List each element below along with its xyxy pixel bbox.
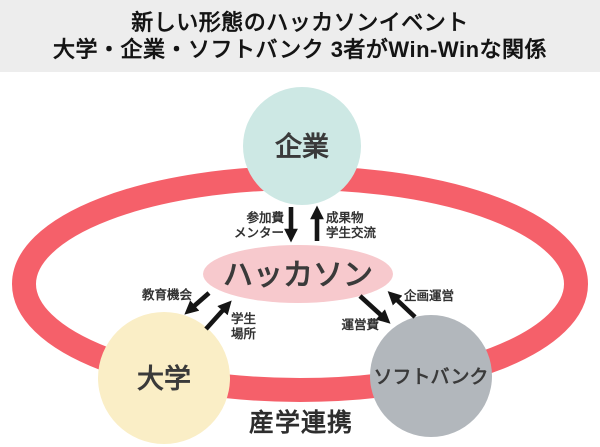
softbank-node-label: ソフトバンク bbox=[374, 366, 489, 388]
edge-label-kyoiku-kikai: 教育機会 bbox=[141, 287, 193, 302]
hackathon-node-ellipse bbox=[203, 245, 393, 303]
edge-label-sankahi: 参加費 bbox=[246, 210, 284, 225]
university-node-circle bbox=[98, 312, 230, 444]
university-node-label: 大学 bbox=[137, 363, 191, 394]
arrow-softbank-to-hackathon bbox=[387, 291, 417, 319]
title-banner: 新しい形態のハッカソンイベント 大学・企業・ソフトバンク 3者がWin-Winな… bbox=[0, 0, 600, 72]
title-line-1: 新しい形態のハッカソンイベント bbox=[131, 10, 469, 35]
company-node-label: 企業 bbox=[275, 131, 329, 162]
arrow-hackathon-to-softbank bbox=[358, 294, 391, 324]
edge-label-mentor: メンター bbox=[234, 225, 284, 240]
edge-label-seikabutsu: 成果物 bbox=[326, 210, 364, 225]
softbank-node-circle bbox=[370, 315, 492, 437]
edge-label-gakusei: 学生 bbox=[231, 311, 257, 326]
company-node-circle bbox=[243, 87, 361, 205]
footer-label-sangaku-renkei: 産学連携 bbox=[249, 408, 353, 437]
arrow-university-to-hackathon bbox=[204, 300, 232, 331]
arrow-hackathon-to-university bbox=[184, 291, 211, 315]
edge-label-uneihi: 運営費 bbox=[341, 317, 379, 332]
edge-label-gakusei-koryu: 学生交流 bbox=[326, 225, 377, 240]
hackathon-node-label: ハッカソン bbox=[223, 259, 373, 292]
edge-label-kikaku-unei: 企画運営 bbox=[403, 288, 454, 303]
title-line-2: 大学・企業・ソフトバンク 3者がWin-Winな関係 bbox=[52, 37, 548, 62]
edge-label-basho: 場所 bbox=[231, 326, 257, 341]
